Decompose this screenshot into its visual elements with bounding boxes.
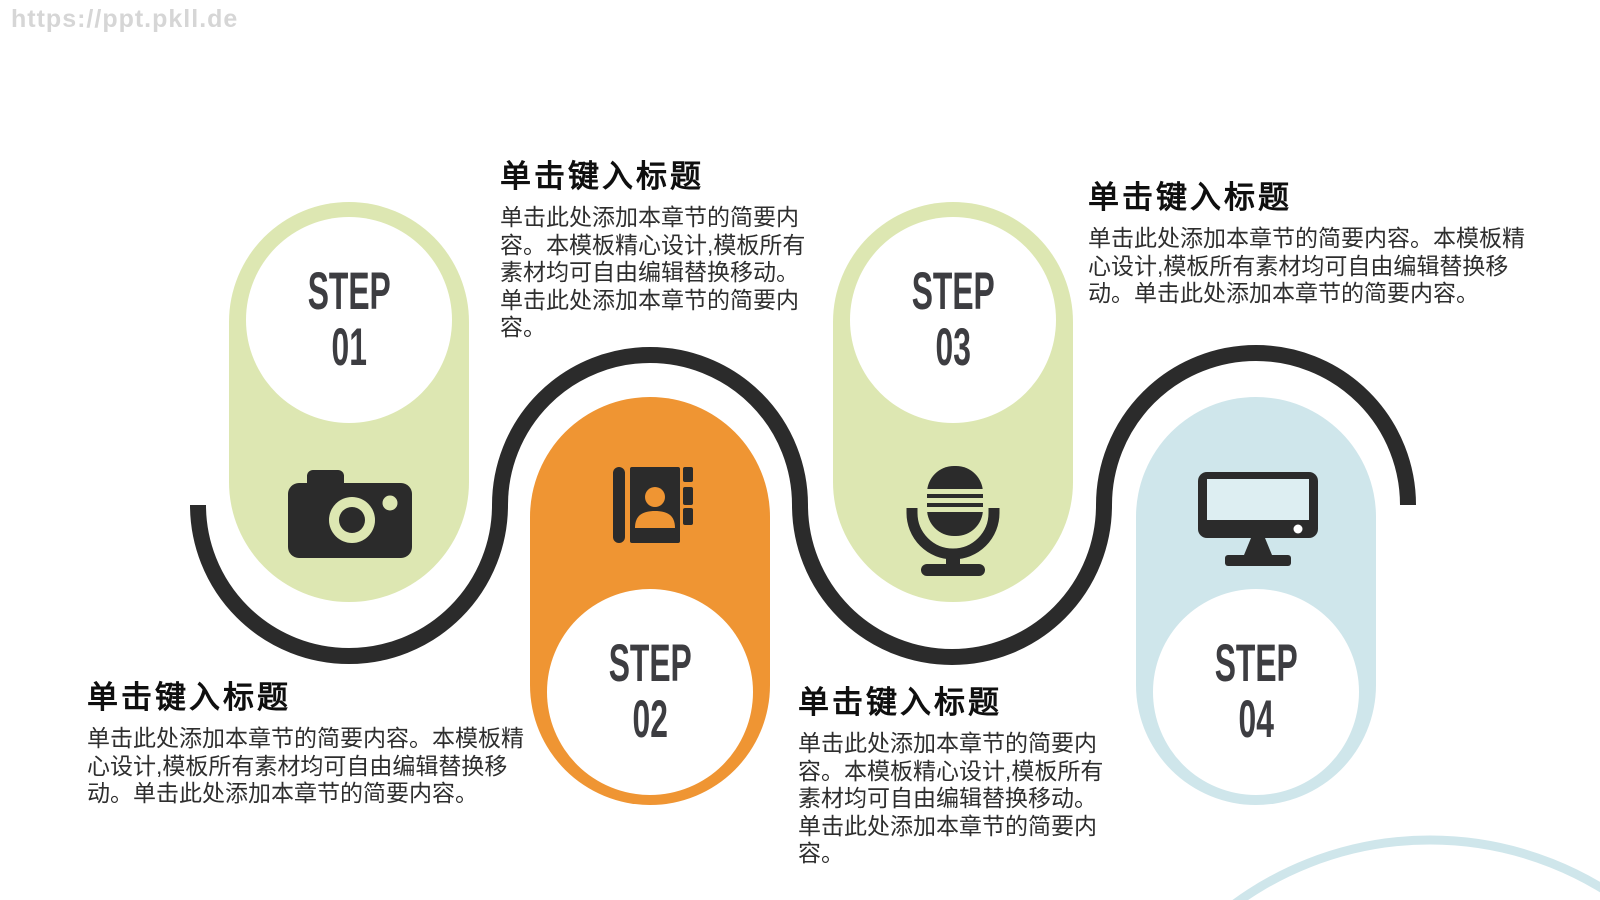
text-block-step-01: 单击键入标题 单击此处添加本章节的简要内容。本模板精心设计,模板所有素材均可自由…: [87, 679, 539, 808]
step-number: 01: [331, 318, 367, 377]
step-title[interactable]: 单击键入标题: [798, 685, 1002, 720]
step-number-circle: STEP 01: [246, 217, 452, 423]
monitor-icon: [1198, 472, 1318, 566]
step-pill-04[interactable]: STEP 04: [1136, 397, 1376, 805]
step-number: 03: [935, 318, 971, 377]
step-pill-03[interactable]: STEP 03: [833, 202, 1073, 602]
text-block-step-03: 单击键入标题 单击此处添加本章节的简要内容。本模板精心设计,模板所有素材均可自由…: [798, 684, 1116, 868]
step-number-circle: STEP 03: [850, 217, 1056, 423]
step-label: STEP 03: [911, 264, 994, 375]
text-block-step-02: 单击键入标题 单击此处添加本章节的简要内容。本模板精心设计,模板所有素材均可自由…: [500, 158, 818, 342]
step-pill-02[interactable]: STEP 02: [530, 397, 770, 805]
microphone-icon: [906, 466, 1000, 576]
step-description[interactable]: 单击此处添加本章节的简要内容。本模板精心设计,模板所有素材均可自由编辑替换移动。…: [1088, 225, 1525, 306]
step-label: STEP 01: [307, 264, 390, 375]
step-label: STEP 04: [1214, 636, 1297, 747]
step-pill-01[interactable]: STEP 01: [229, 202, 469, 602]
step-title[interactable]: 单击键入标题: [500, 159, 704, 194]
step-description[interactable]: 单击此处添加本章节的简要内容。本模板精心设计,模板所有素材均可自由编辑替换移动。…: [500, 204, 806, 340]
step-title[interactable]: 单击键入标题: [87, 680, 291, 715]
step-number: 02: [632, 690, 668, 749]
step-word: STEP: [307, 262, 391, 322]
text-block-step-04: 单击键入标题 单击此处添加本章节的简要内容。本模板精心设计,模板所有素材均可自由…: [1088, 179, 1540, 308]
step-word: STEP: [911, 262, 995, 322]
step-label: STEP 02: [608, 636, 691, 747]
step-number: 04: [1238, 690, 1274, 749]
watermark: https://ppt.pkll.de: [11, 5, 239, 33]
step-description[interactable]: 单击此处添加本章节的简要内容。本模板精心设计,模板所有素材均可自由编辑替换移动。…: [798, 730, 1104, 866]
step-word: STEP: [1214, 634, 1298, 694]
camera-icon: [288, 470, 412, 558]
address-book-icon: [613, 467, 693, 543]
step-description[interactable]: 单击此处添加本章节的简要内容。本模板精心设计,模板所有素材均可自由编辑替换移动。…: [87, 725, 524, 806]
step-number-circle: STEP 02: [547, 589, 753, 795]
step-title[interactable]: 单击键入标题: [1088, 180, 1292, 215]
step-number-circle: STEP 04: [1153, 589, 1359, 795]
step-word: STEP: [608, 634, 692, 694]
